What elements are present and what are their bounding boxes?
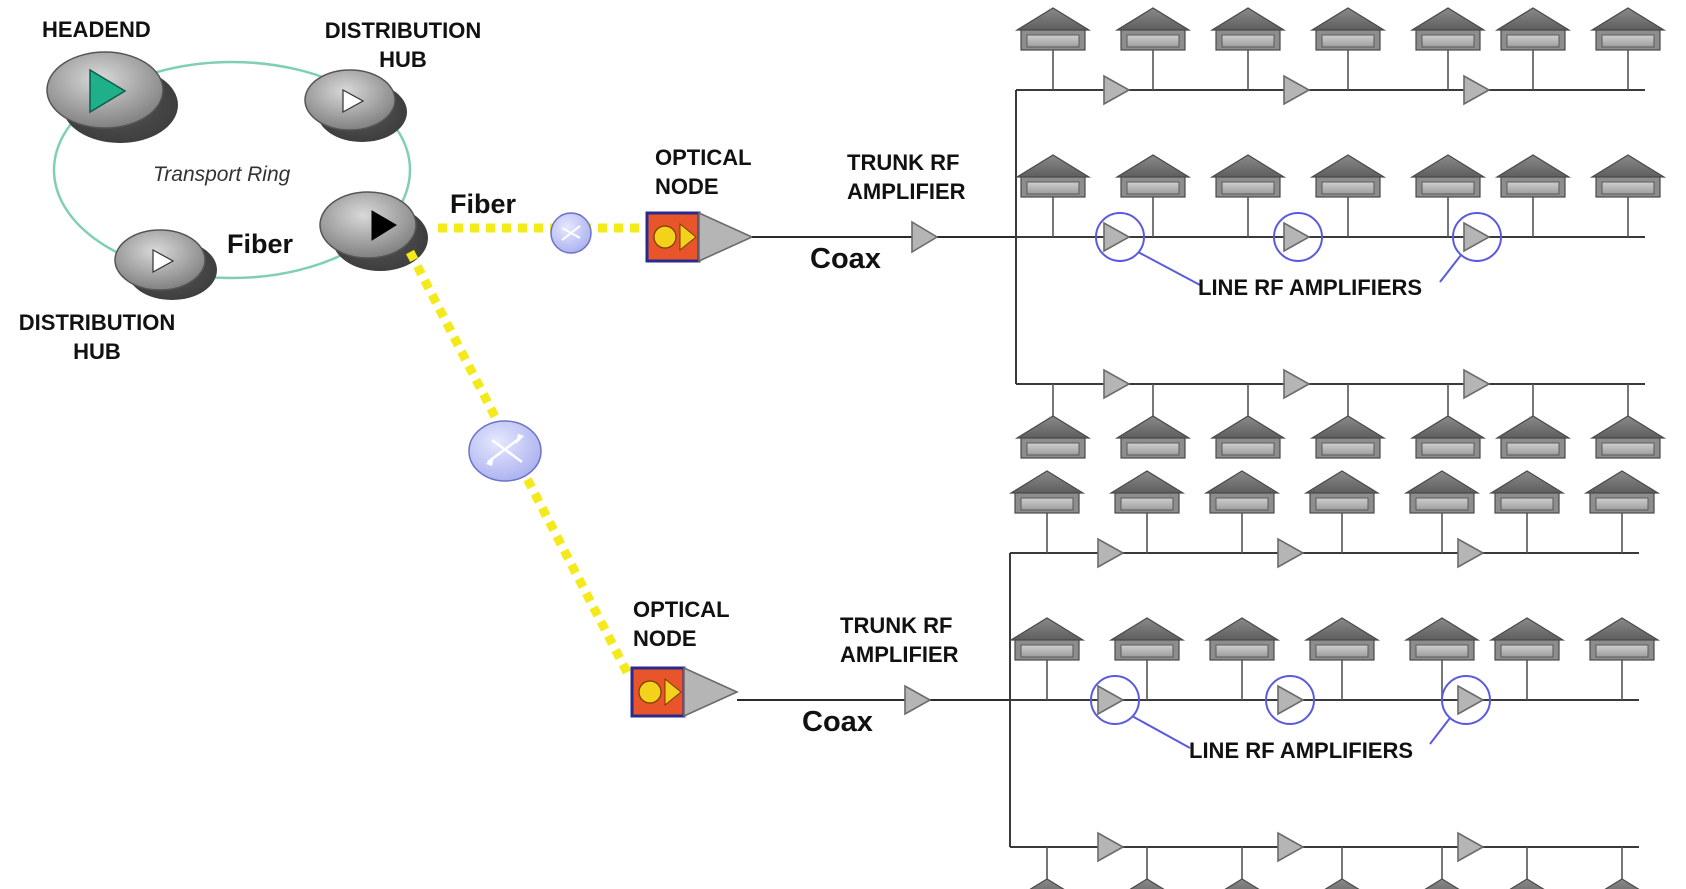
splitter-icon (468, 420, 542, 482)
house-icon (1488, 470, 1566, 514)
distribution-hub-bottom-label-2: HUB (73, 339, 121, 364)
line-amplifier-icon[interactable] (1283, 74, 1311, 106)
house-icon (1583, 617, 1661, 661)
headend-icon[interactable] (46, 51, 178, 143)
headend-label: HEADEND (42, 17, 151, 42)
trunk-amp-1-label-1: TRUNK RF (847, 150, 959, 175)
line-amp-highlight-group-2 (1090, 675, 1491, 749)
fiber-ring-label: Fiber (227, 229, 294, 259)
house-icon (1303, 470, 1381, 514)
distribution-hub-top-label-1: DISTRIBUTION (325, 18, 481, 43)
line-amp-highlight-group-1 (1095, 212, 1502, 286)
house-icon (1309, 415, 1387, 459)
line-amplifier-icon[interactable] (1277, 684, 1305, 716)
line-amplifier-icon[interactable] (1103, 221, 1131, 253)
distribution-hub-icon[interactable] (114, 229, 217, 300)
house-icon (1129, 878, 1165, 889)
house-icon (1014, 415, 1092, 459)
house-icon (1589, 415, 1667, 459)
house-icon (1014, 7, 1092, 51)
trunk-amp-2-label-1: TRUNK RF (840, 613, 952, 638)
transport-ring-label: Transport Ring (153, 163, 291, 186)
trunk-amplifier-icon[interactable] (911, 220, 939, 254)
house-icon (1309, 7, 1387, 51)
house-icon (1114, 415, 1192, 459)
optical-node-icon[interactable] (645, 211, 754, 263)
house-icon (1108, 470, 1186, 514)
house-icon (1209, 415, 1287, 459)
house-icon (1488, 617, 1566, 661)
line-rf-amplifiers-label-2: LINE RF AMPLIFIERS (1189, 738, 1413, 763)
house-icon (1403, 470, 1481, 514)
house-icon (1583, 470, 1661, 514)
distribution-tree-1 (1014, 7, 1667, 459)
house-icon (1589, 154, 1667, 198)
house-icon (1303, 617, 1381, 661)
trunk-amp-2-label-2: AMPLIFIER (840, 642, 959, 667)
house-icon (1114, 7, 1192, 51)
line-amplifier-icon[interactable] (1103, 368, 1131, 400)
line-amplifier-icon[interactable] (1097, 537, 1125, 569)
house-icon (1309, 154, 1387, 198)
optical-node-1-label-2: NODE (655, 174, 719, 199)
line-amplifier-icon[interactable] (1097, 831, 1125, 863)
house-icon (1589, 7, 1667, 51)
line-amplifier-icon[interactable] (1283, 221, 1311, 253)
house-icon (1604, 878, 1640, 889)
line-amplifier-icon[interactable] (1103, 74, 1131, 106)
house-icon (1224, 878, 1260, 889)
line-amplifier-icon[interactable] (1277, 537, 1305, 569)
optical-node-2-label-2: NODE (633, 626, 697, 651)
optical-node-1-label-1: OPTICAL (655, 145, 752, 170)
house-icon (1324, 878, 1360, 889)
line-amplifier-icon[interactable] (1277, 831, 1305, 863)
line-amplifier-icon[interactable] (1457, 537, 1485, 569)
house-icon (1108, 617, 1186, 661)
line-amplifier-icon[interactable] (1463, 221, 1491, 253)
house-icon (1409, 7, 1487, 51)
line-rf-amplifiers-label-1: LINE RF AMPLIFIERS (1198, 275, 1422, 300)
house-icon (1424, 878, 1460, 889)
splitter-icon (550, 212, 592, 254)
line-amplifier-icon[interactable] (1463, 368, 1491, 400)
house-icon (1494, 7, 1572, 51)
line-amplifier-icon[interactable] (1283, 368, 1311, 400)
line-amplifier-icon[interactable] (1457, 684, 1485, 716)
distribution-hub-bottom-label-1: DISTRIBUTION (19, 310, 175, 335)
house-icon (1494, 415, 1572, 459)
house-icon (1203, 617, 1281, 661)
house-icon (1403, 617, 1481, 661)
optical-node-2-label-1: OPTICAL (633, 597, 730, 622)
trunk-amplifier-icon[interactable] (904, 684, 932, 716)
transport-ring (52, 60, 412, 280)
house-icon (1029, 878, 1065, 889)
distribution-hub-top-label-2: HUB (379, 47, 427, 72)
line-amplifier-icon[interactable] (1097, 684, 1125, 716)
house-icon (1509, 878, 1545, 889)
house-icon (1203, 470, 1281, 514)
house-icon (1494, 154, 1572, 198)
house-icon (1409, 415, 1487, 459)
main-hub-icon[interactable] (319, 191, 428, 271)
trunk-amp-1-label-2: AMPLIFIER (847, 179, 966, 204)
house-icon (1114, 154, 1192, 198)
line-amplifier-icon[interactable] (1463, 74, 1491, 106)
line-amplifier-icon[interactable] (1457, 831, 1485, 863)
coax-label-1: Coax (810, 243, 881, 275)
distribution-tree-2 (1008, 470, 1661, 889)
optical-node-icon[interactable] (630, 666, 739, 718)
house-icon (1209, 7, 1287, 51)
house-icon (1409, 154, 1487, 198)
house-icon (1209, 154, 1287, 198)
fiber-out-label: Fiber (450, 189, 517, 219)
coax-label-2: Coax (802, 706, 873, 738)
house-icon (1014, 154, 1092, 198)
house-icon (1008, 617, 1086, 661)
house-icon (1008, 470, 1086, 514)
distribution-hub-icon[interactable] (304, 69, 407, 142)
